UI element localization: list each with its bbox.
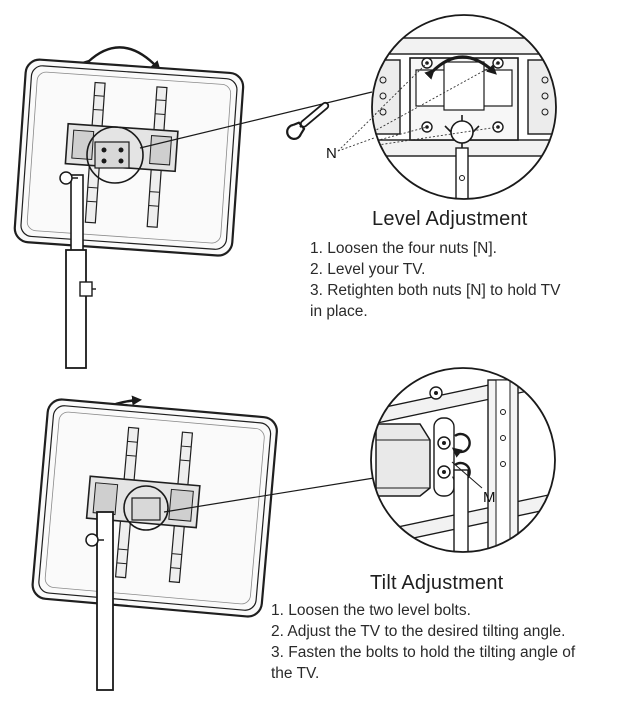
tilt-detail-zoom: M <box>370 367 556 553</box>
tilt-steps-list: 1. Loosen the two level bolts. 2. Adjust… <box>271 600 575 684</box>
tilt-step-1: 1. Loosen the two level bolts. <box>271 602 471 619</box>
level-adjustment-title: Level Adjustment <box>372 208 528 230</box>
tilt-tv-figure <box>31 395 375 691</box>
level-steps-list: 1. Loosen the four nuts [N]. 2. Level yo… <box>310 238 560 322</box>
level-step-3-cont: in place. <box>310 303 368 320</box>
tilt-callout-letter: M <box>483 489 496 506</box>
level-step-1: 1. Loosen the four nuts [N]. <box>310 240 497 257</box>
tilt-step-3: 3. Fasten the bolts to hold the tilting … <box>271 644 576 661</box>
rotate-arrow-icon <box>80 46 161 71</box>
level-callout-letter: N <box>326 145 337 162</box>
level-step-3: 3. Retighten both nuts [N] to hold TV <box>310 282 561 299</box>
level-detail-zoom <box>337 14 557 200</box>
wrench-icon <box>286 101 330 140</box>
tilt-step-2: 2. Adjust the TV to the desired tilting … <box>271 623 566 640</box>
tilt-step-3-cont: the TV. <box>271 665 320 682</box>
level-step-2: 2. Level your TV. <box>310 261 426 278</box>
level-tv-figure <box>13 46 373 369</box>
tilt-adjustment-title: Tilt Adjustment <box>370 572 504 594</box>
